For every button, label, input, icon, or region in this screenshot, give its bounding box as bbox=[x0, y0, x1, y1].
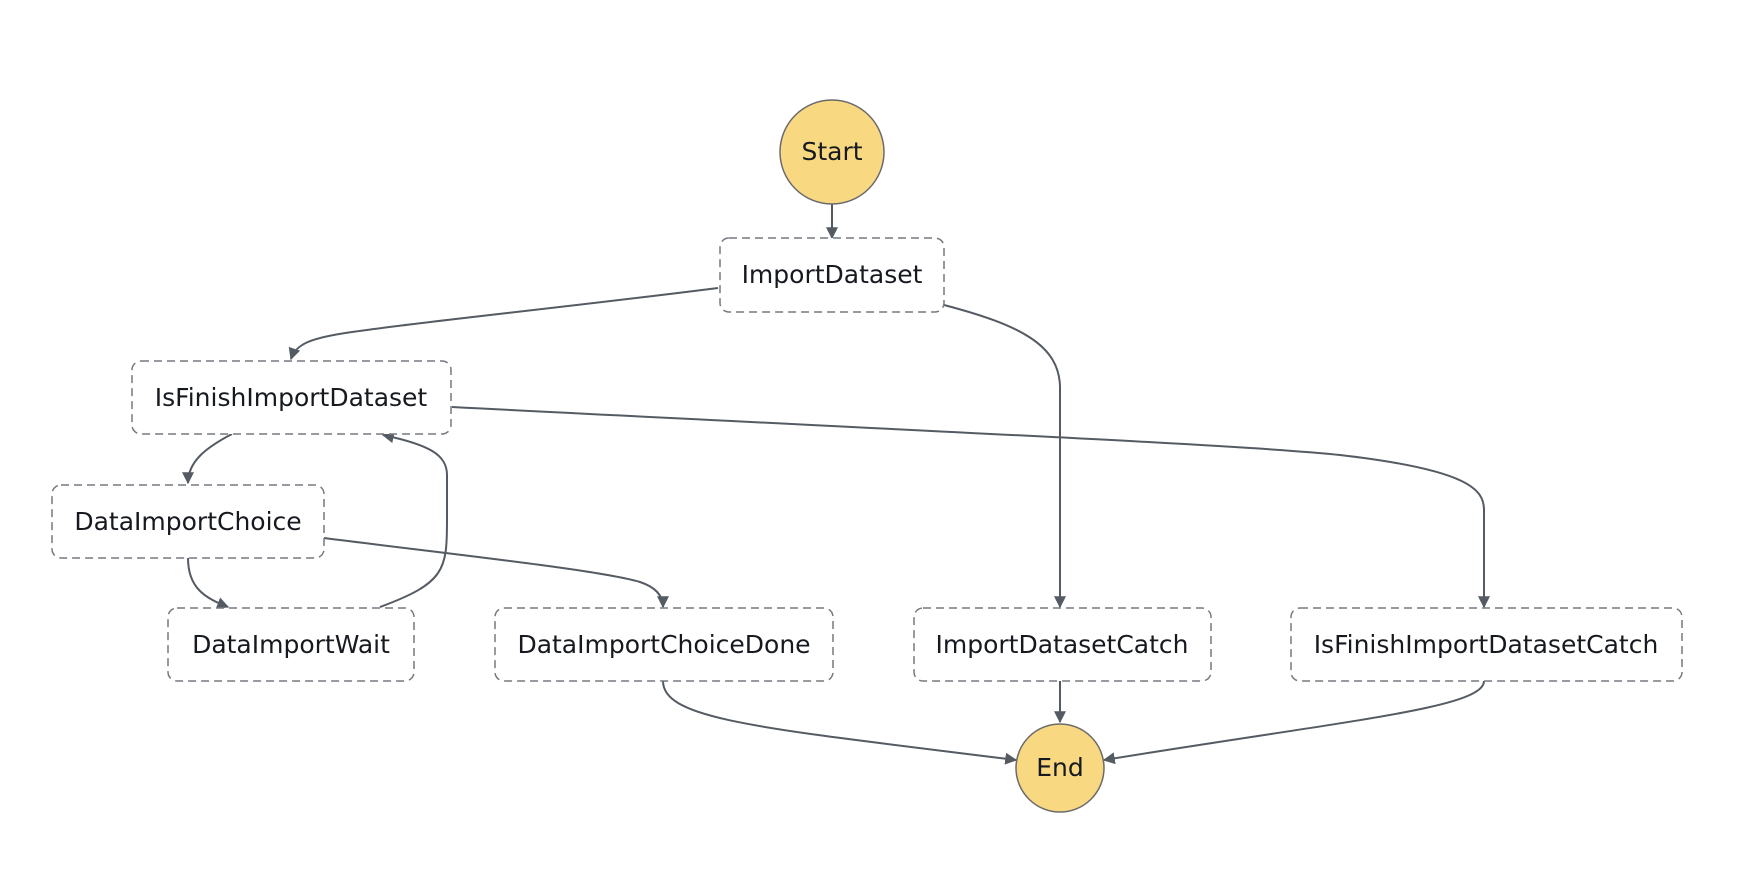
start-node-label: Start bbox=[801, 137, 862, 166]
data-import-choice-label: DataImportChoice bbox=[74, 507, 301, 536]
edge-data-import-choice-to-data-import-choice-done bbox=[323, 537, 669, 609]
is-finish-import-dataset-catch-label: IsFinishImportDatasetCatch bbox=[1314, 630, 1659, 659]
edge-is-finish-import-dataset-catch-to-end bbox=[1102, 680, 1485, 765]
data-import-choice-node[interactable]: DataImportChoice bbox=[51, 484, 325, 559]
start-node[interactable]: Start bbox=[779, 99, 885, 205]
end-node[interactable]: End bbox=[1015, 723, 1105, 813]
is-finish-import-dataset-node[interactable]: IsFinishImportDataset bbox=[131, 360, 452, 435]
data-import-choice-done-label: DataImportChoiceDone bbox=[517, 630, 810, 659]
edge-data-import-choice-done-to-end bbox=[662, 680, 1018, 765]
data-import-wait-label: DataImportWait bbox=[192, 630, 390, 659]
edge-is-finish-import-dataset-to-data-import-choice bbox=[182, 433, 233, 485]
is-finish-import-dataset-label: IsFinishImportDataset bbox=[155, 383, 428, 412]
edge-is-finish-import-dataset-to-is-finish-import-dataset-catch bbox=[451, 406, 1490, 609]
import-dataset-node[interactable]: ImportDataset bbox=[719, 237, 945, 313]
edges bbox=[182, 204, 1490, 765]
end-node-label: End bbox=[1036, 753, 1084, 782]
import-dataset-catch-node[interactable]: ImportDatasetCatch bbox=[913, 607, 1212, 682]
data-import-wait-node[interactable]: DataImportWait bbox=[167, 607, 415, 682]
edge-import-dataset-to-import-dataset-catch bbox=[943, 304, 1066, 609]
edge-data-import-wait-to-is-finish-import-dataset bbox=[379, 431, 448, 608]
data-import-choice-done-node[interactable]: DataImportChoiceDone bbox=[494, 607, 834, 682]
edge-data-import-choice-to-data-import-wait bbox=[187, 557, 230, 609]
is-finish-import-dataset-catch-node[interactable]: IsFinishImportDatasetCatch bbox=[1290, 607, 1683, 682]
edge-import-dataset-to-is-finish-import-dataset bbox=[288, 287, 719, 361]
import-dataset-catch-label: ImportDatasetCatch bbox=[935, 630, 1188, 659]
import-dataset-label: ImportDataset bbox=[742, 260, 923, 289]
